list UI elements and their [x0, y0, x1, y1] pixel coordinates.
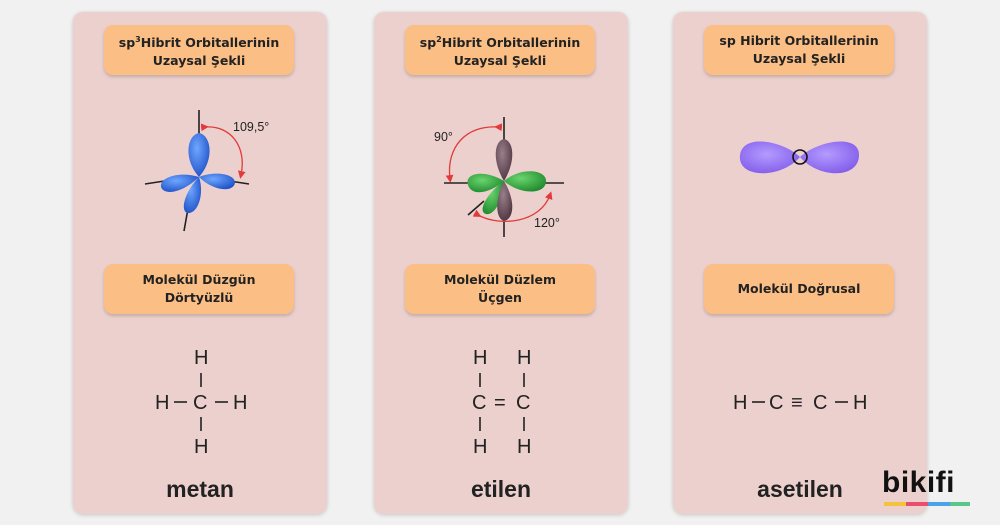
title-superscript: 3 [135, 34, 141, 44]
atom-c-left: C [769, 392, 783, 414]
sp3-orbital-diagram: 109,5° [144, 110, 269, 232]
title-prefix: sp [419, 34, 437, 50]
shape-line2: Dörtyüzlü [164, 290, 234, 305]
shape-line1: Molekül Düzgün [142, 272, 256, 287]
card-metan: sp3Hibrit Orbitallerinin Uzaysal Şekli [73, 12, 327, 514]
title-line2: Uzaysal Şekli [752, 51, 846, 66]
double-bond: = [494, 392, 506, 414]
atom-c: C [193, 392, 207, 414]
title-rest: Hibrit Orbitallerinin [735, 33, 879, 48]
title-prefix: sp [719, 33, 736, 48]
title-prefix: sp [118, 34, 136, 50]
card-asetilen: sp Hibrit Orbitallerinin Uzaysal Şekli M… [673, 12, 927, 514]
atom-h-right: H [233, 392, 247, 414]
triple-bond: ≡ [791, 392, 803, 414]
atom-h-right: H [853, 392, 867, 414]
shape-pill: Molekül Düzlem Üçgen [405, 264, 595, 314]
angle-label-90: 90° [434, 130, 453, 144]
angle-arc-109 [200, 123, 246, 179]
shape-line1: Molekül Doğrusal [737, 281, 861, 296]
ethylene-structural-formula: H H C = C H H [472, 347, 531, 457]
angle-label-109: 109,5° [233, 120, 269, 134]
brand-color-bar [950, 502, 970, 506]
atom-h-bottom: H [194, 436, 208, 457]
title-rest: Hibrit Orbitallerinin [140, 34, 280, 50]
atom-h-top: H [194, 347, 208, 369]
title-rest: Hibrit Orbitallerinin [441, 34, 581, 50]
atom-h-top-right: H [517, 347, 531, 369]
title-line2: Uzaysal Şekli [453, 52, 547, 68]
brand-color-bar [928, 502, 950, 506]
atom-h-top-left: H [473, 347, 487, 369]
title-pill: sp2Hibrit Orbitallerinin Uzaysal Şekli [405, 25, 595, 75]
shape-line1: Molekül Düzlem [444, 272, 556, 287]
sp3-lobes [160, 133, 235, 214]
molecule-name: etilen [470, 476, 532, 502]
title-superscript: 2 [436, 34, 442, 44]
atom-h-bottom-right: H [517, 436, 531, 457]
angle-arc-120 [472, 191, 553, 222]
atom-c-left: C [472, 392, 486, 414]
angle-arc-90 [445, 123, 503, 183]
title-line2: Uzaysal Şekli [152, 52, 246, 68]
methane-structural-formula: H H C H H [155, 347, 247, 457]
atom-h-left: H [733, 392, 747, 414]
card-etilen: sp2Hibrit Orbitallerinin Uzaysal Şekli [374, 12, 628, 514]
sp-node [792, 149, 808, 165]
title-pill: sp Hibrit Orbitallerinin Uzaysal Şekli [704, 25, 894, 75]
molecule-name: metan [166, 476, 234, 502]
angle-label-120: 120° [534, 216, 560, 230]
sp2-lobes [467, 139, 546, 221]
brand-color-bar [906, 502, 928, 506]
atom-c-right: C [516, 392, 530, 414]
atom-c-right: C [813, 392, 827, 414]
sp2-orbital-diagram: 90° 120° [434, 117, 564, 237]
acetylene-structural-formula: H C ≡ C H [733, 392, 867, 414]
sp-orbital-diagram [739, 141, 859, 174]
atom-h-left: H [155, 392, 169, 414]
brand-color-bar [884, 502, 906, 506]
shape-pill: Molekül Doğrusal [704, 264, 894, 314]
brand-logo: bikifi [882, 466, 956, 499]
title-pill: sp3Hibrit Orbitallerinin Uzaysal Şekli [104, 25, 294, 75]
shape-line2: Üçgen [478, 290, 522, 305]
atom-h-bottom-left: H [473, 436, 487, 457]
sp-lobes [739, 141, 859, 174]
molecule-name: asetilen [757, 476, 843, 502]
shape-pill: Molekül Düzgün Dörtyüzlü [104, 264, 294, 314]
